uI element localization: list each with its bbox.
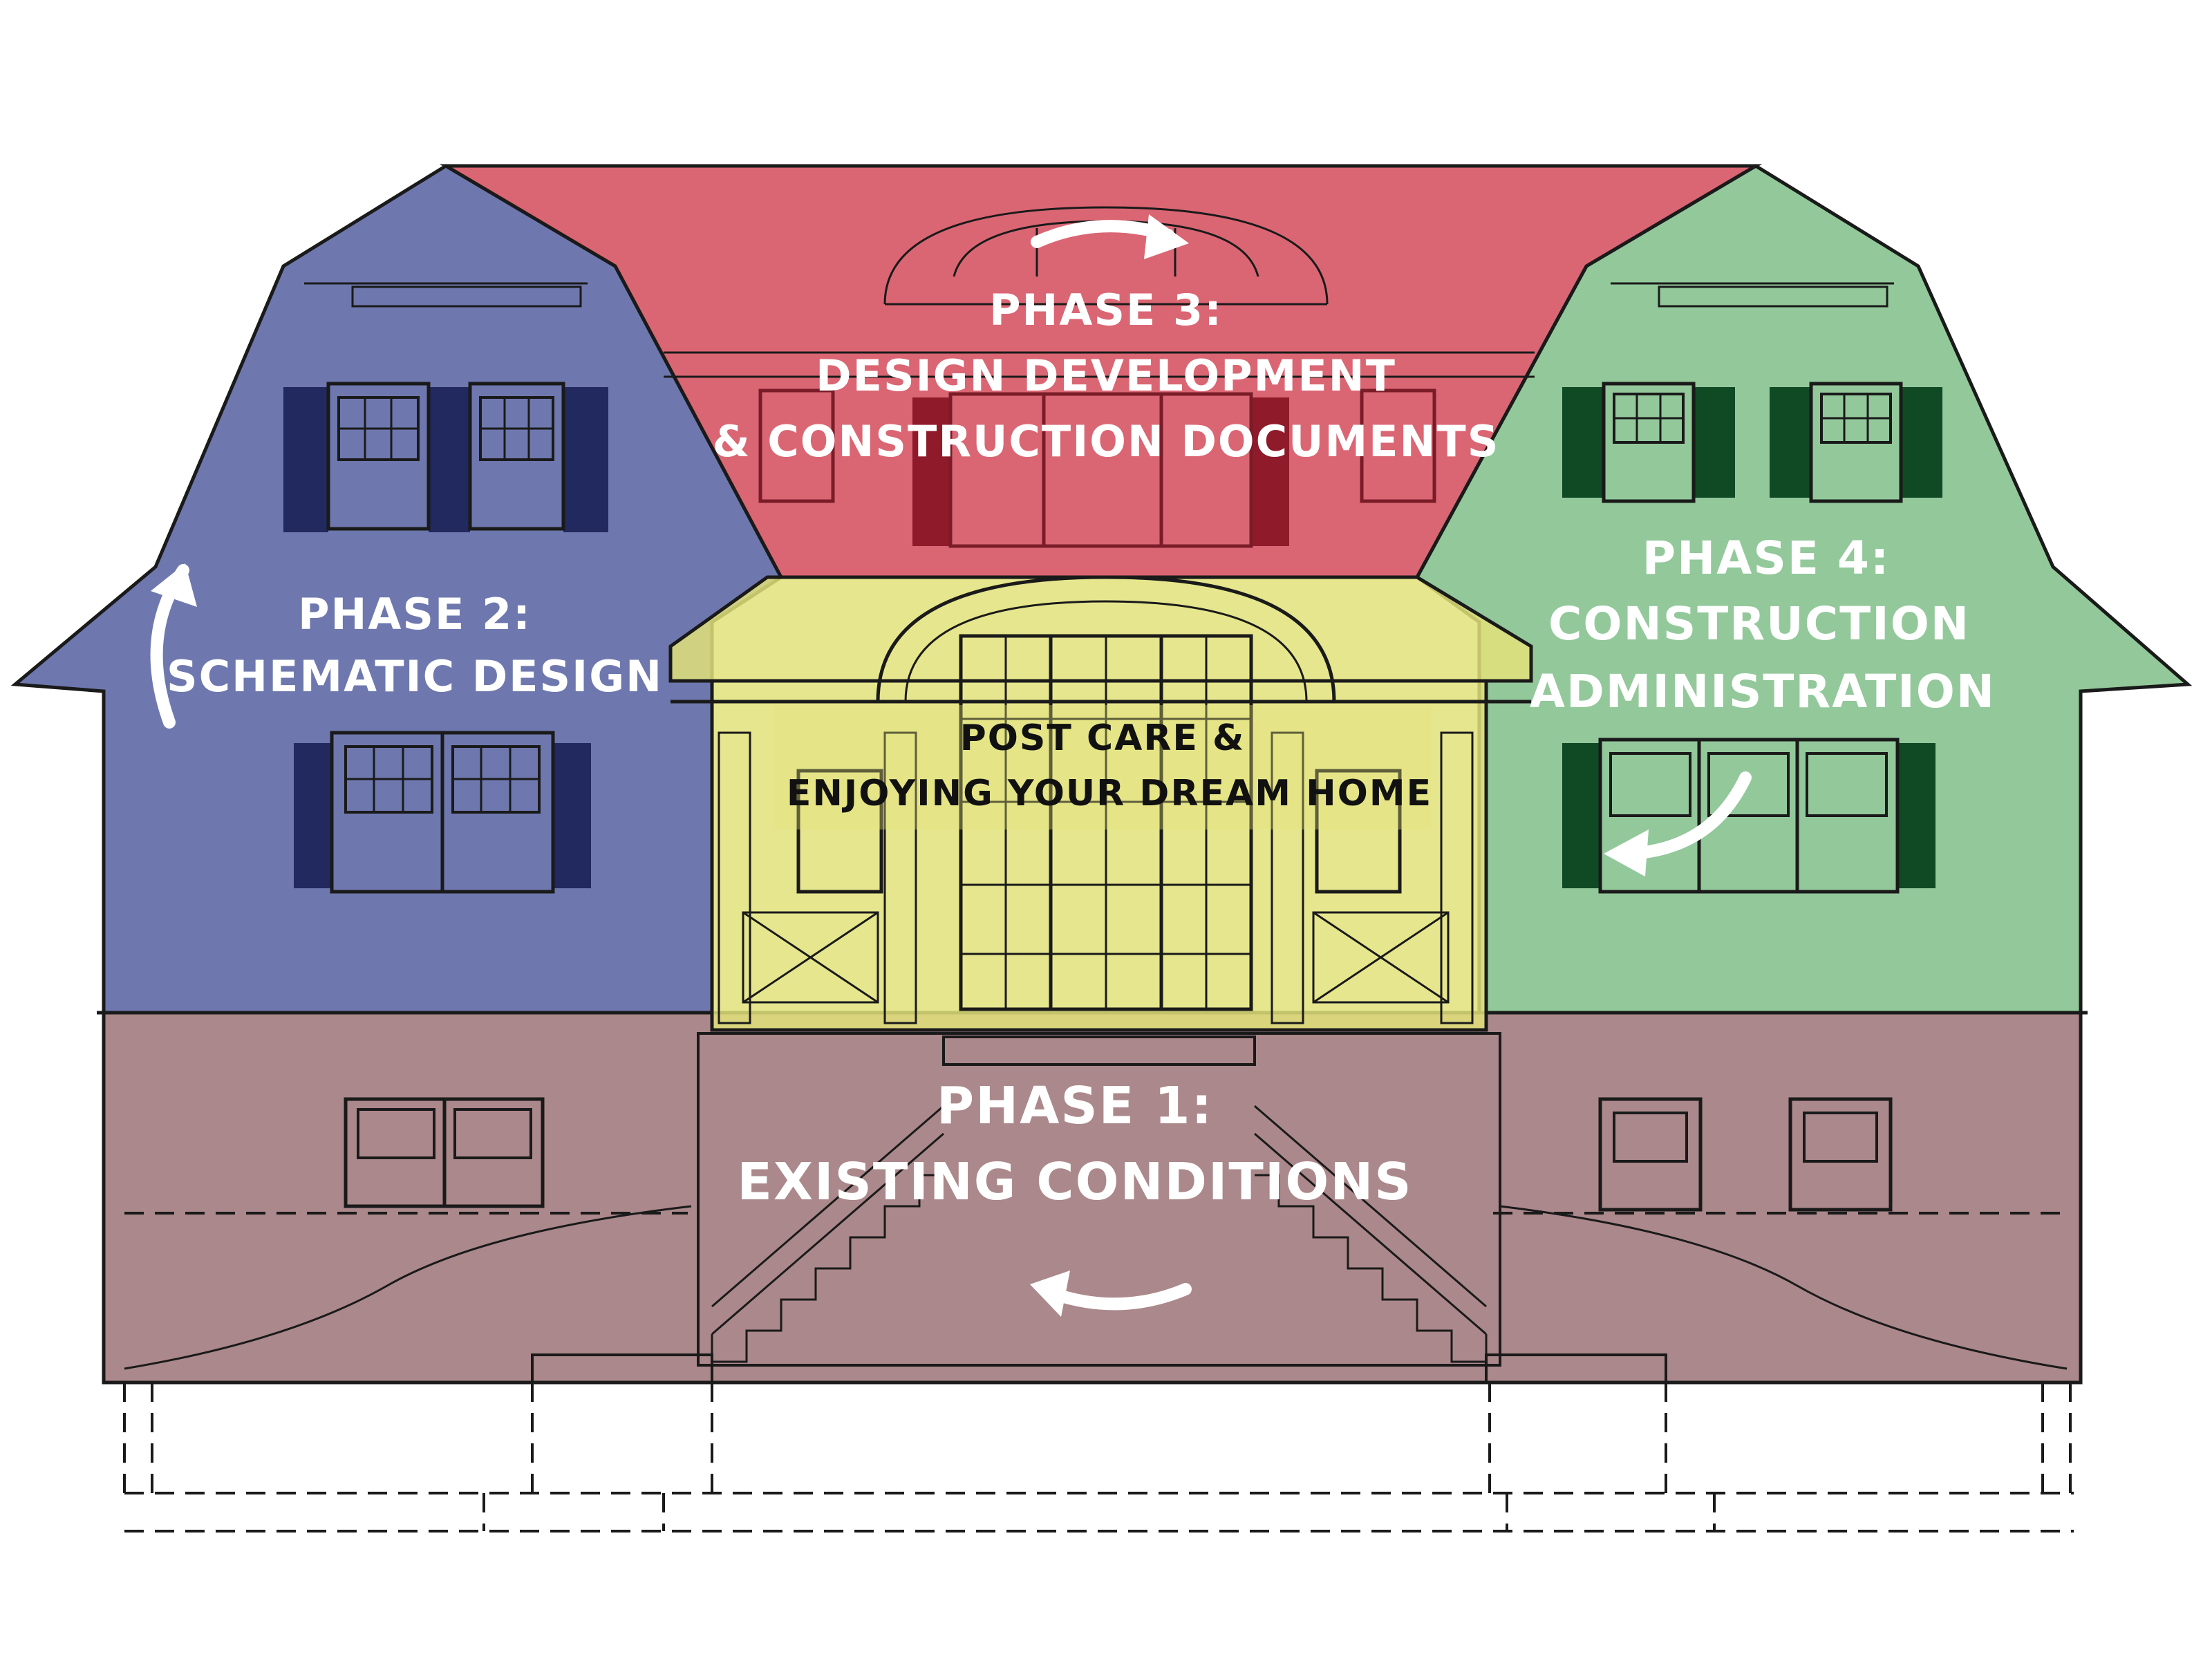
phase3-line2: DESIGN DEVELOPMENT [816, 350, 1396, 401]
phase4-line3: ADMINISTRATION [1530, 665, 1996, 718]
phase1-title: PHASE 1: [937, 1076, 1213, 1136]
phase3-title: PHASE 3: [989, 285, 1223, 335]
phase4-line2: CONSTRUCTION [1548, 597, 1970, 650]
phase2-subtitle: SCHEMATIC DESIGN [167, 651, 663, 702]
phase1-subtitle: EXISTING CONDITIONS [737, 1152, 1412, 1212]
post-care-line1: POST CARE & [960, 718, 1246, 759]
phase4-title: PHASE 4: [1642, 532, 1891, 585]
phase3-line3: & CONSTRUCTION DOCUMENTS [713, 416, 1500, 467]
post-care-line2: ENJOYING YOUR DREAM HOME [787, 773, 1432, 814]
phase2-title: PHASE 2: [298, 589, 532, 639]
foundation-outline [124, 1382, 2074, 1531]
